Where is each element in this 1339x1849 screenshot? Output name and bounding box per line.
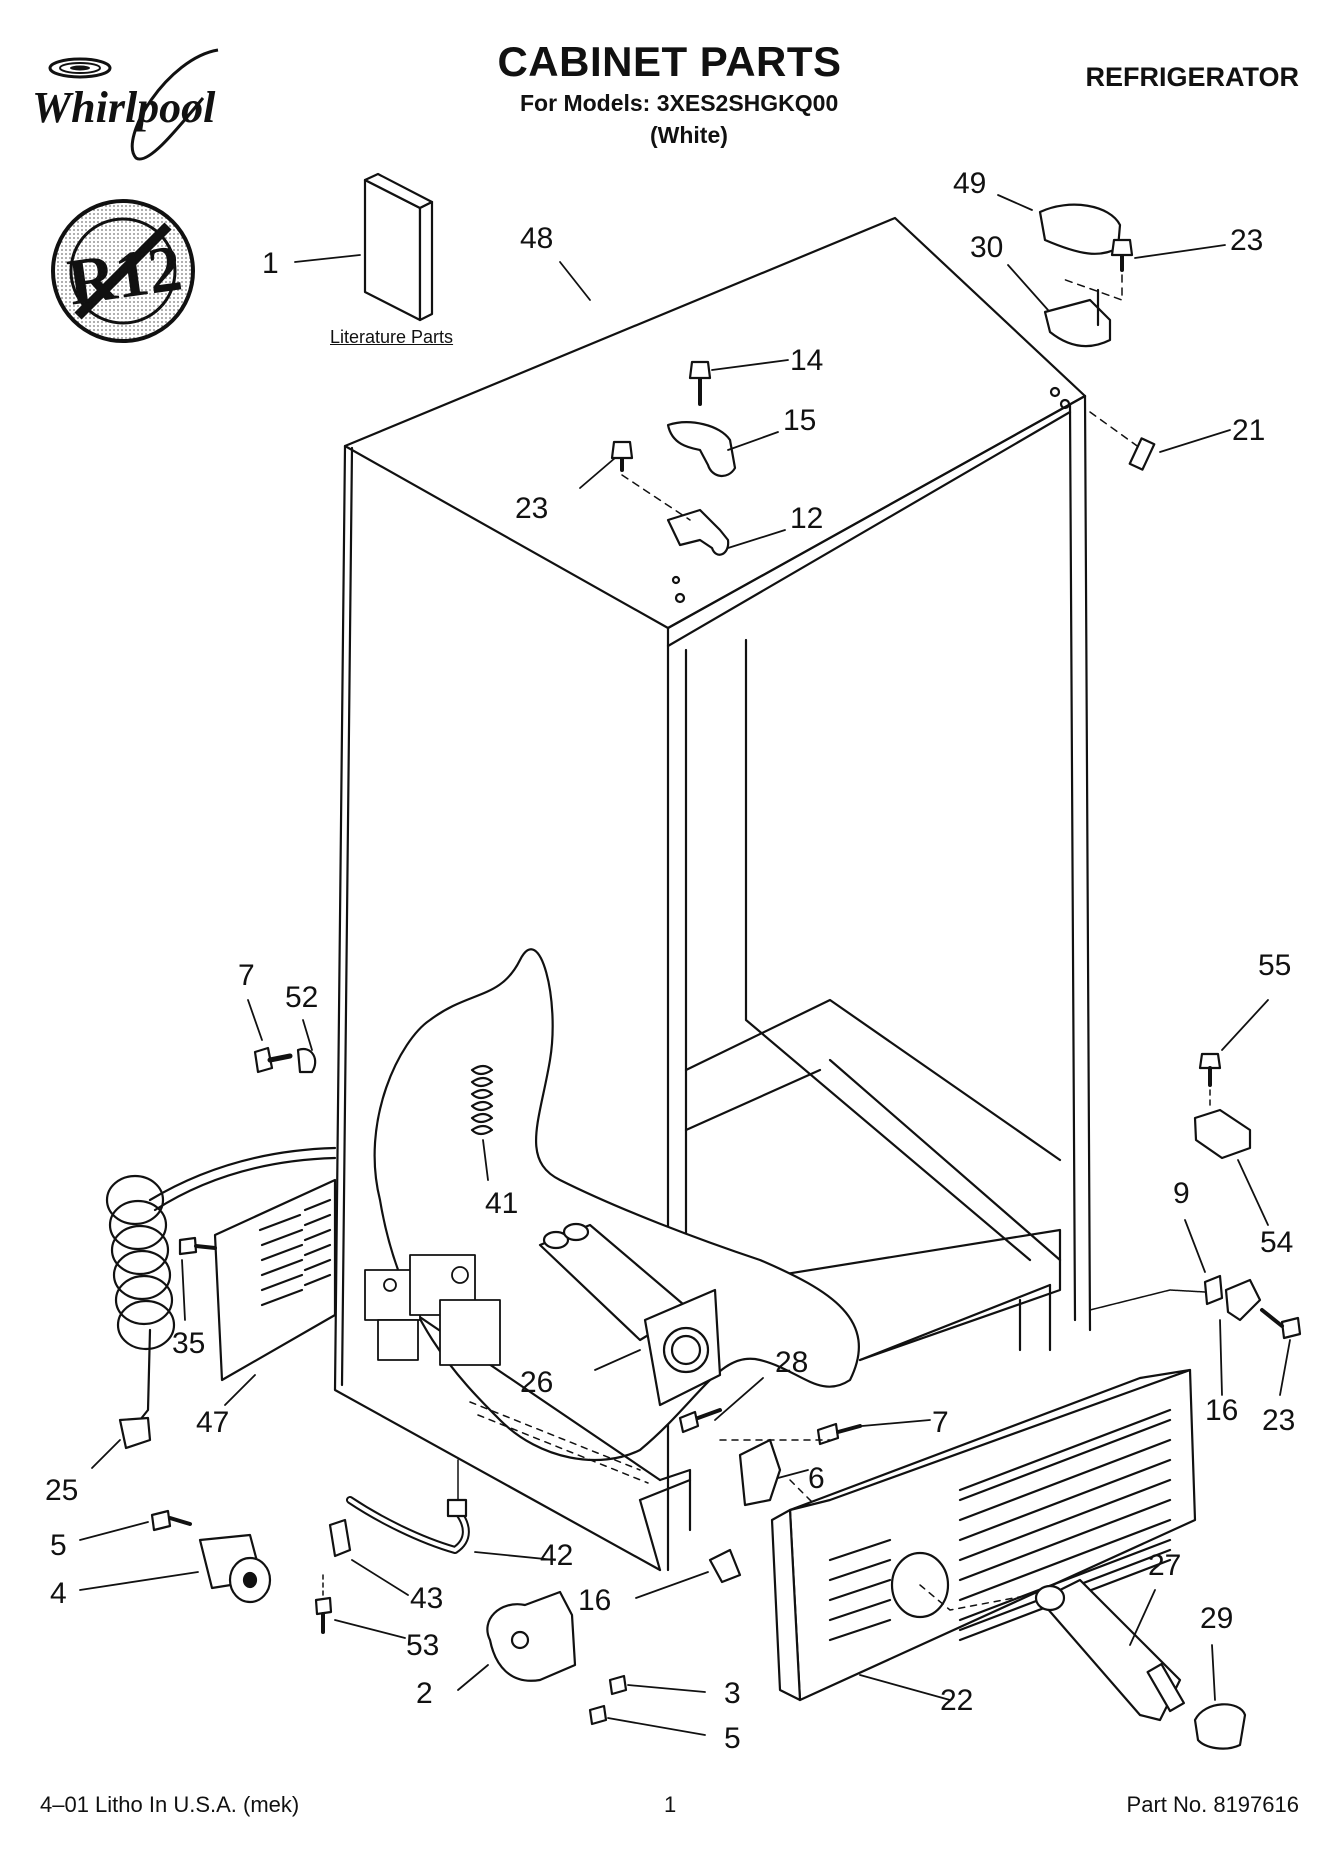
spring-part xyxy=(470,1064,494,1136)
callout-label: 7 xyxy=(238,959,255,992)
callout-label: 21 xyxy=(1232,414,1265,447)
fill-tube xyxy=(538,1222,722,1434)
callout-label: 5 xyxy=(50,1529,67,1562)
callout-label: 42 xyxy=(540,1539,573,1572)
leader-lines xyxy=(79,194,1291,1736)
callout-label: 41 xyxy=(485,1187,518,1220)
callout-label: 48 xyxy=(520,222,553,255)
product-type: REFRIGERATOR xyxy=(1085,62,1299,92)
callout-label: 54 xyxy=(1260,1226,1293,1259)
callout-label: 7 xyxy=(932,1406,949,1439)
callout-label: 47 xyxy=(196,1406,229,1439)
callout-label: 28 xyxy=(775,1346,808,1379)
footer-page-number: 1 xyxy=(664,1792,677,1817)
callout-label: 35 xyxy=(172,1327,205,1360)
brand-name: Whirlpool xyxy=(32,83,216,132)
callout-label: 43 xyxy=(410,1582,443,1615)
callout-label: 23 xyxy=(1230,224,1263,257)
top-hinge-center xyxy=(610,360,737,556)
callout-label: 23 xyxy=(515,492,548,525)
callout-label: 22 xyxy=(940,1684,973,1717)
callout-label: 49 xyxy=(953,167,986,200)
callout-label: 3 xyxy=(724,1677,741,1710)
footer-print-info: 4–01 Litho In U.S.A. (mek) xyxy=(40,1792,300,1817)
vent-panel xyxy=(178,1178,337,1382)
callout-label: 12 xyxy=(790,502,823,535)
page-title: CABINET PARTS xyxy=(497,38,842,85)
callout-label: 27 xyxy=(1148,1549,1181,1582)
water-filter xyxy=(1034,1578,1247,1750)
logo-swirl-icon xyxy=(48,48,219,161)
callout-label: 29 xyxy=(1200,1602,1233,1635)
callout-label: 53 xyxy=(406,1629,439,1662)
callout-label: 1 xyxy=(262,247,279,280)
callout-label: 52 xyxy=(285,981,318,1014)
prohibited-icon xyxy=(51,199,195,343)
callout-label: 16 xyxy=(578,1584,611,1617)
power-cord xyxy=(105,1146,337,1450)
electrical-components xyxy=(364,1254,501,1366)
callout-label: 6 xyxy=(808,1462,825,1495)
callout-label: 25 xyxy=(45,1474,78,1507)
models-line: For Models: 3XES2SHGKQ00 xyxy=(520,90,839,116)
color-line: (White) xyxy=(650,122,728,148)
callout-label: 16 xyxy=(1205,1394,1238,1427)
callout-label: 55 xyxy=(1258,949,1291,982)
literature-booklet xyxy=(363,172,434,322)
callout-label: 30 xyxy=(970,231,1003,264)
callout-label: 2 xyxy=(416,1677,433,1710)
callout-label: 5 xyxy=(724,1722,741,1755)
front-grille xyxy=(770,1368,1197,1702)
left-fasteners xyxy=(253,1046,317,1074)
footer-part-number: Part No. 8197616 xyxy=(1126,1792,1299,1817)
bracket-6 xyxy=(719,1422,862,1521)
right-hardware xyxy=(1089,1052,1302,1340)
callout-label: 26 xyxy=(520,1366,553,1399)
callout-label: 14 xyxy=(790,344,823,377)
top-hinge-right xyxy=(1038,203,1134,348)
callout-label: 4 xyxy=(50,1577,67,1610)
callout-label: 15 xyxy=(783,404,816,437)
callout-label: 9 xyxy=(1173,1177,1190,1210)
lower-hinge xyxy=(486,1590,628,1726)
callout-label: 23 xyxy=(1262,1404,1295,1437)
roller-assembly xyxy=(150,1509,272,1604)
whirlpool-logo: Whirlpool xyxy=(28,48,268,168)
drain-tube xyxy=(314,1459,470,1634)
literature-parts-label: Literature Parts xyxy=(330,327,454,347)
no-r12-badge: R12 xyxy=(48,196,198,346)
